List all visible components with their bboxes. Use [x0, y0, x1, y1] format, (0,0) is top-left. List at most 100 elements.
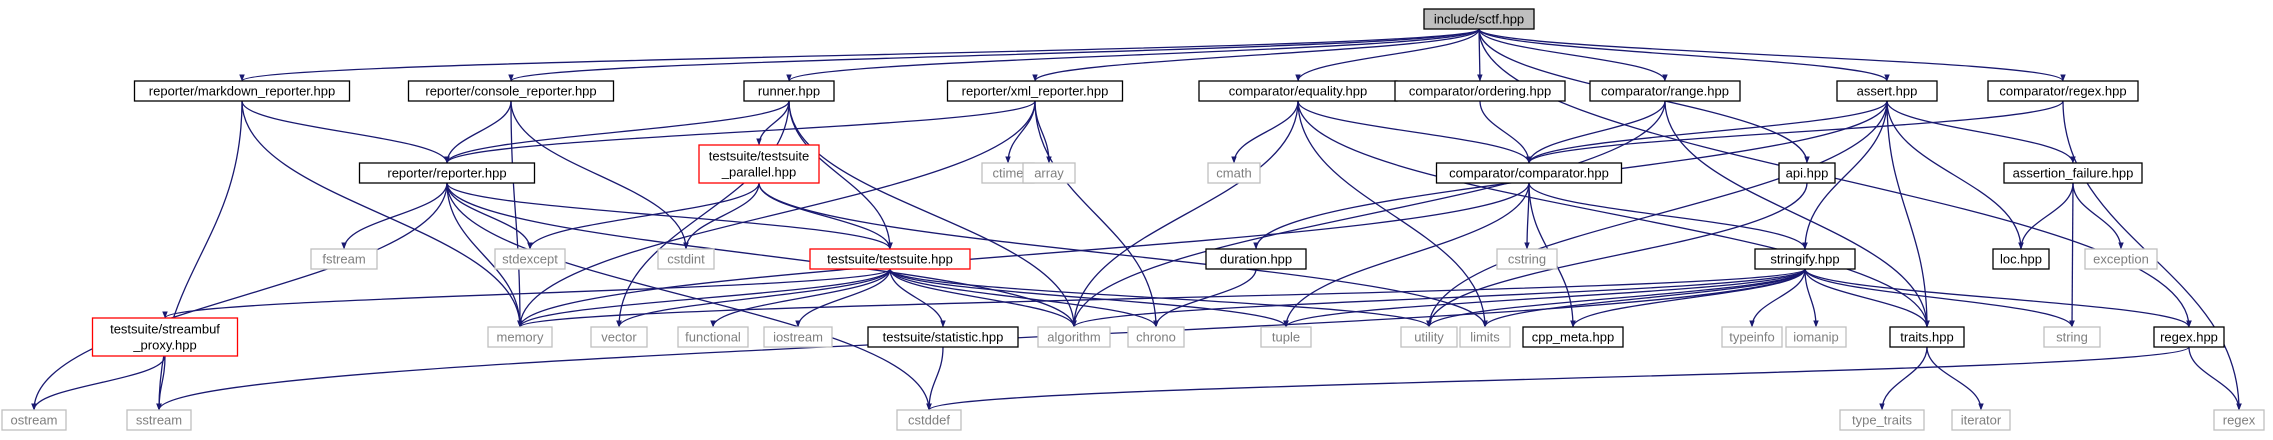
node-traits[interactable]: traits.hpp	[1889, 326, 1965, 348]
node-afailure[interactable]: assertion_failure.hpp	[2003, 162, 2143, 184]
node-runner[interactable]: runner.hpp	[743, 80, 835, 102]
node-parallel-label-line1: testsuite/testsuite	[709, 149, 809, 164]
node-xmlrep[interactable]: reporter/xml_reporter.hpp	[946, 80, 1124, 102]
edge-regex-to-cstddef	[926, 346, 2190, 411]
edge-stringify-to-traits	[1804, 268, 1930, 328]
node-console[interactable]: reporter/console_reporter.hpp	[407, 80, 615, 102]
node-testsuite-box	[809, 248, 971, 270]
node-cstdint-label: cstdint	[667, 252, 705, 267]
node-iostream-box	[763, 326, 833, 348]
edge-duration-to-chrono	[1153, 268, 1257, 328]
node-root-label: include/sctf.hpp	[1434, 12, 1524, 27]
node-duration[interactable]: duration.hpp	[1205, 248, 1307, 270]
node-ordering[interactable]: comparator/ordering.hpp	[1394, 80, 1566, 102]
node-iostream: iostream	[763, 326, 833, 348]
node-algorithm-box	[1037, 326, 1111, 348]
node-array: array	[1022, 162, 1076, 184]
node-testsuite[interactable]: testsuite/testsuite.hpp	[809, 248, 971, 270]
node-memory-box	[487, 326, 553, 348]
edge-runner-to-parallel	[756, 100, 790, 146]
node-equality[interactable]: comparator/equality.hpp	[1198, 80, 1398, 102]
node-regex[interactable]: regex.hpp	[2153, 326, 2225, 348]
node-regexcmp[interactable]: comparator/regex.hpp	[1987, 80, 2139, 102]
node-parallel[interactable]: testsuite/testsuite_parallel.hpp	[698, 144, 820, 184]
node-comparator-box	[1435, 162, 1623, 184]
node-afailure-box	[2003, 162, 2143, 184]
edge-testsuite-to-chrono	[889, 268, 1159, 328]
edge-testsuite-to-streambuf	[162, 268, 891, 319]
edge-stringify-to-regex	[1804, 268, 2192, 328]
node-stringify-box	[1754, 248, 1856, 270]
node-exception: exception	[2084, 248, 2158, 270]
node-loc[interactable]: loc.hpp	[1992, 248, 2050, 270]
edge-testsuite-to-vector	[616, 268, 891, 328]
node-iomanip-label: iomanip	[1793, 330, 1839, 345]
edge-afailure-to-loc	[2018, 182, 2074, 250]
node-markdown-label: reporter/markdown_reporter.hpp	[149, 84, 335, 99]
edge-markdown-to-memory	[241, 100, 523, 328]
node-streambuf[interactable]: testsuite/streambuf_proxy.hpp	[91, 317, 239, 357]
node-utility-box	[1400, 326, 1458, 348]
edge-console-to-cstdint	[510, 100, 689, 250]
node-limits-label: limits	[1470, 330, 1500, 345]
node-memory: memory	[487, 326, 553, 348]
node-cstring-label: cstring	[1508, 252, 1546, 267]
edge-equality-to-traits	[1297, 100, 1930, 328]
node-statistic-label: testsuite/statistic.hpp	[883, 330, 1004, 345]
node-reporter[interactable]: reporter/reporter.hpp	[358, 162, 536, 184]
edge-markdown-to-reporter	[241, 100, 450, 164]
node-cppmeta-box	[1522, 326, 1624, 348]
node-sstream-label: sstream	[136, 413, 182, 428]
edge-testsuite-to-iostream	[795, 268, 891, 328]
edge-reporter-to-memory	[446, 182, 523, 328]
node-range-box	[1589, 80, 1741, 102]
node-assert-label: assert.hpp	[1857, 84, 1918, 99]
node-reporter-box	[358, 162, 536, 184]
node-assert[interactable]: assert.hpp	[1836, 80, 1938, 102]
edge-stringify-to-utility	[1426, 268, 1806, 328]
edge-equality-to-comparator	[1297, 100, 1532, 164]
node-utility: utility	[1400, 326, 1458, 348]
edge-comparator-to-memory	[517, 182, 1530, 328]
edge-afailure-to-exception	[2072, 182, 2124, 250]
node-typeinfo-box	[1721, 326, 1783, 348]
node-cmath-box	[1207, 162, 1261, 184]
node-cstddef-box	[896, 409, 962, 431]
node-stringify[interactable]: stringify.hpp	[1754, 248, 1856, 270]
node-ctime-label: ctime	[992, 166, 1023, 181]
node-cppmeta[interactable]: cpp_meta.hpp	[1522, 326, 1624, 348]
node-typeinfo-label: typeinfo	[1729, 330, 1775, 345]
edge-assert-to-traits	[1886, 100, 1930, 328]
node-markdown-box	[133, 80, 351, 102]
node-limits-box	[1459, 326, 1511, 348]
edge-reporter-to-testsuite	[446, 182, 893, 250]
node-vector: vector	[590, 326, 648, 348]
edge-comparator-to-tuple	[1283, 182, 1530, 328]
node-duration-box	[1205, 248, 1307, 270]
node-functional-label: functional	[685, 330, 741, 345]
node-iterator-box	[1951, 409, 2011, 431]
node-regexstd-box	[2213, 409, 2265, 431]
node-root[interactable]: include/sctf.hpp	[1423, 8, 1535, 30]
node-range[interactable]: comparator/range.hpp	[1589, 80, 1741, 102]
node-api-label: api.hpp	[1786, 166, 1829, 181]
node-api[interactable]: api.hpp	[1778, 162, 1836, 184]
node-loc-box	[1992, 248, 2050, 270]
node-markdown[interactable]: reporter/markdown_reporter.hpp	[133, 80, 351, 102]
edge-runner-to-algorithm	[788, 100, 1077, 328]
edge-root-to-runner	[786, 28, 1480, 82]
node-parallel-box	[698, 144, 820, 184]
edge-stringify-to-cppmeta	[1570, 268, 1806, 328]
edge-root-to-assert	[1478, 28, 1890, 82]
node-cstring-box	[1496, 248, 1558, 270]
node-stringify-label: stringify.hpp	[1770, 252, 1839, 267]
node-cppmeta-label: cpp_meta.hpp	[1532, 330, 1614, 345]
node-comparator[interactable]: comparator/comparator.hpp	[1435, 162, 1623, 184]
edge-assert-to-utility	[1426, 100, 1888, 328]
node-statistic[interactable]: testsuite/statistic.hpp	[867, 326, 1019, 348]
node-stdexcept-box	[494, 248, 566, 270]
node-functional-box	[677, 326, 749, 348]
edge-root-to-ordering	[1477, 28, 1483, 82]
node-utility-label: utility	[1414, 330, 1444, 345]
node-cstdint: cstdint	[657, 248, 715, 270]
